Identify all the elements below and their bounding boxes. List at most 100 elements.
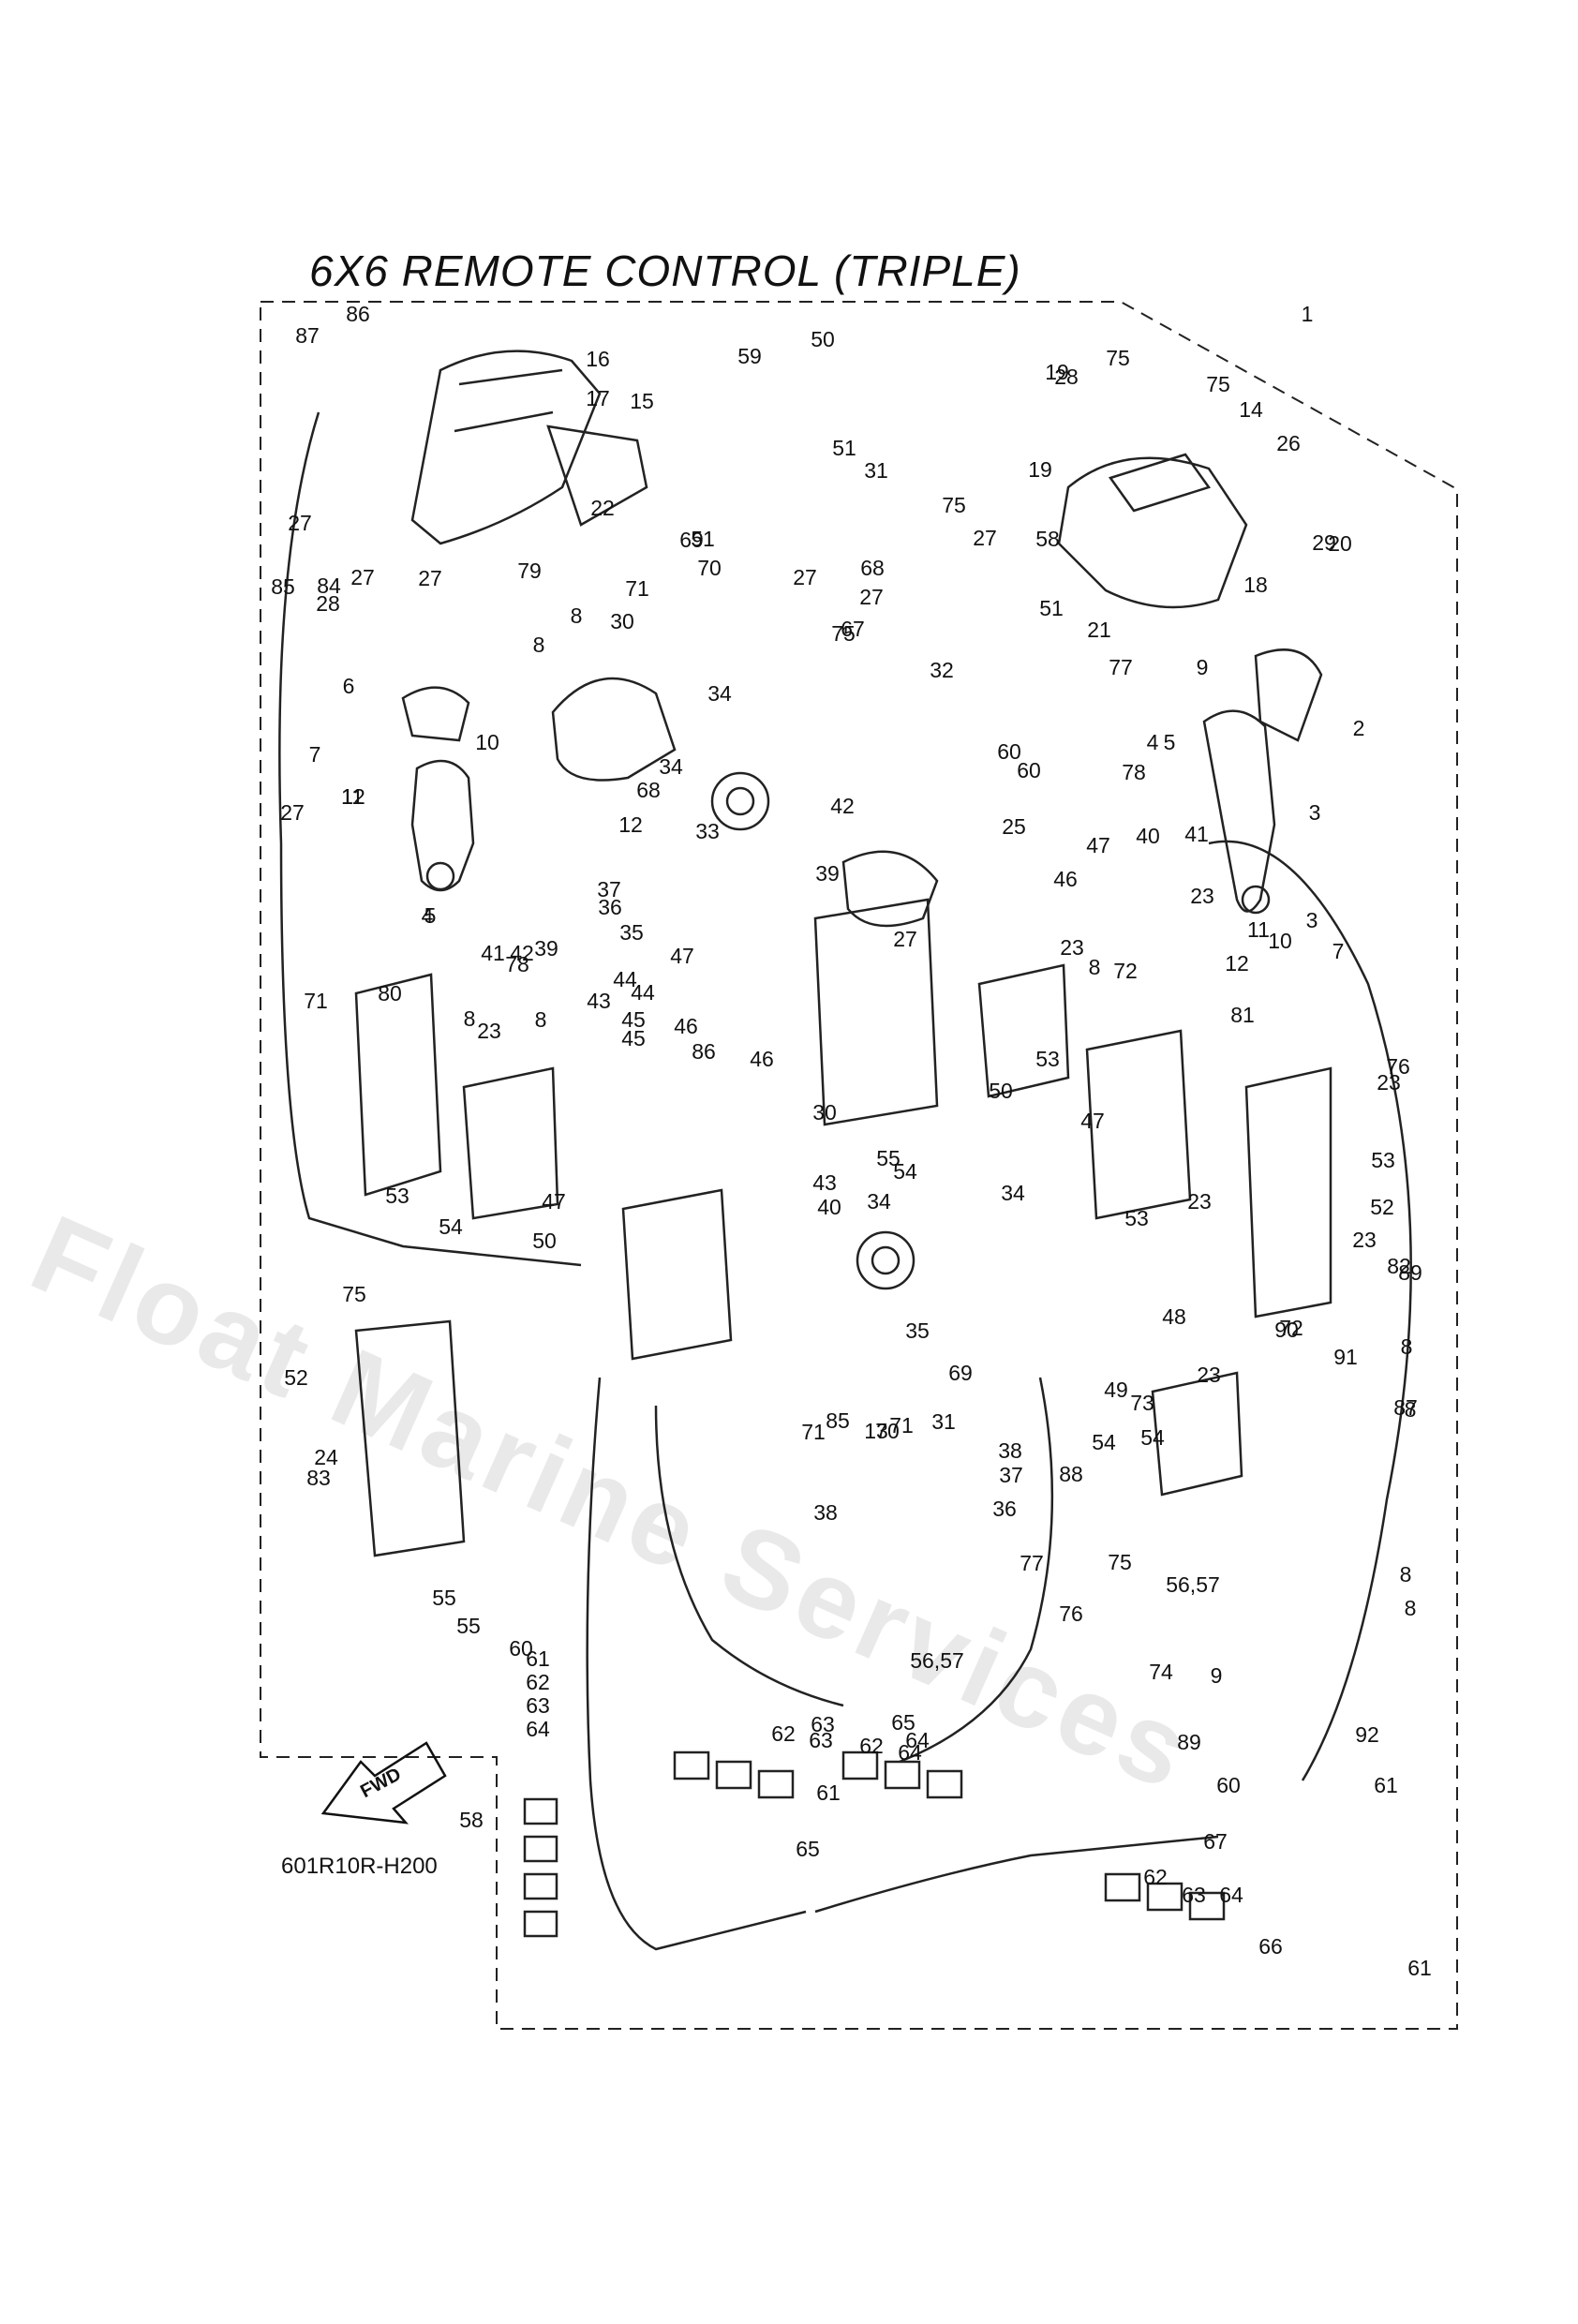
callout-label: 86 (346, 302, 370, 326)
callout-label: 51 (1039, 596, 1064, 620)
callout-label: 3 (1306, 908, 1318, 932)
callout-label: 63 (526, 1693, 550, 1718)
callout-label: 75 (942, 493, 966, 517)
callout-label: 8 (1405, 1397, 1417, 1422)
callout-label: 64 (1219, 1883, 1243, 1907)
callout-label: 21 (1087, 618, 1111, 642)
callout-label: 75 (1206, 372, 1230, 396)
callout-label: 12 (1225, 951, 1249, 976)
callout-label: 10 (1268, 929, 1292, 953)
callout-label: 75 (342, 1282, 366, 1306)
callout-label: 62 (859, 1734, 884, 1758)
callout-label: 78 (1122, 760, 1146, 784)
assembly-boundary (260, 301, 1458, 2030)
callout-label: 20 (1328, 531, 1352, 556)
callout-label: 39 (534, 936, 558, 961)
callout-label: 1 (1302, 302, 1314, 326)
callout-label: 62 (771, 1721, 796, 1746)
callout-label: 24 (314, 1445, 338, 1469)
callout-labels: 1233445567788888888899101011111212121314… (271, 302, 1432, 1980)
callout-label: 71 (889, 1413, 914, 1438)
callout-label: 27 (793, 565, 817, 589)
callout-label: 69 (679, 528, 704, 552)
callout-label: 85 (271, 574, 295, 599)
callout-label: 52 (1370, 1195, 1394, 1219)
callout-label: 16 (586, 347, 610, 371)
callout-label: 89 (1398, 1260, 1422, 1285)
reference-code: 601R10R-H200 (281, 1854, 438, 1879)
control-unit-parts (462, 963, 1243, 1497)
callout-label: 55 (432, 1586, 456, 1610)
callout-label: 65 (796, 1837, 820, 1861)
callout-label: 54 (893, 1159, 917, 1184)
callout-label: 9 (1197, 655, 1209, 679)
callout-label: 27 (418, 566, 442, 590)
callout-label: 44 (613, 967, 637, 991)
callout-label: 36 (598, 895, 622, 919)
callout-label: 42 (510, 941, 534, 965)
callout-label: 8 (535, 1007, 547, 1032)
callout-label: 56,57 (910, 1648, 964, 1673)
callout-label: 62 (526, 1670, 550, 1694)
callout-label: 41 (481, 941, 505, 965)
callout-label: 67 (1203, 1829, 1228, 1854)
callout-label: 34 (867, 1189, 891, 1214)
callout-label: 59 (737, 344, 762, 368)
callout-label: 69 (948, 1361, 973, 1385)
callout-label: 72 (1279, 1316, 1303, 1340)
callout-label: 5 (1164, 730, 1176, 754)
callout-label: 37 (999, 1463, 1023, 1487)
callout-label: 40 (817, 1195, 841, 1219)
callout-label: 31 (864, 458, 888, 483)
callout-label: 19 (1028, 457, 1052, 482)
callout-label: 61 (526, 1646, 550, 1671)
callout-label: 31 (931, 1409, 956, 1434)
callout-label: 9 (1211, 1663, 1223, 1688)
callout-label: 70 (697, 556, 722, 580)
callout-label: 23 (1187, 1189, 1212, 1214)
diagram-title: 6X6 REMOTE CONTROL (TRIPLE) (309, 246, 1021, 295)
callout-label: 28 (316, 591, 340, 616)
callout-label: 6 (343, 674, 355, 698)
fwd-label: FWD (357, 1764, 405, 1802)
callout-label: 35 (905, 1318, 930, 1343)
callout-label: 62 (1143, 1865, 1168, 1889)
callout-label: 3 (1309, 800, 1321, 825)
callout-label: 47 (670, 944, 694, 968)
wire-harness (278, 411, 1412, 1951)
callout-label: 4 (1147, 730, 1159, 754)
callout-label: 27 (288, 511, 312, 535)
callout-label: 46 (750, 1047, 774, 1071)
callout-label: 76 (1386, 1054, 1410, 1079)
bracket-parts (354, 973, 1332, 1557)
callout-label: 46 (1053, 867, 1078, 891)
callout-label: 47 (1080, 1109, 1105, 1133)
callout-label: 45 (621, 1007, 646, 1032)
callout-label: 32 (930, 658, 954, 682)
callout-label: 92 (1355, 1722, 1379, 1747)
callout-label: 64 (526, 1717, 550, 1741)
callout-label: 53 (1371, 1148, 1395, 1172)
callout-label: 90 (1274, 1318, 1299, 1342)
callout-label: 4 (422, 903, 434, 928)
callout-label: 10 (475, 730, 499, 754)
callout-label: 22 (590, 496, 615, 520)
callout-label: 34 (1001, 1181, 1025, 1205)
callout-label: 11 (341, 784, 364, 809)
callout-label: 66 (1258, 1934, 1283, 1959)
callout-label: 77 (1109, 655, 1133, 679)
callout-label: 44 (631, 980, 655, 1005)
callout-label: 75 (831, 621, 856, 646)
callout-label: 58 (459, 1808, 484, 1832)
callout-label: 12 (618, 812, 643, 837)
callout-label: 30 (610, 609, 634, 633)
top-cover-part (410, 350, 648, 545)
callout-label: 87 (295, 323, 320, 348)
callout-label: 30 (812, 1100, 837, 1125)
callout-label: 23 (1197, 1363, 1221, 1387)
callout-label: 67 (841, 617, 865, 641)
callout-label: 38 (813, 1500, 838, 1525)
callout-label: 34 (659, 754, 683, 779)
callout-label: 70 (875, 1419, 900, 1443)
callout-label: 47 (542, 1189, 566, 1214)
